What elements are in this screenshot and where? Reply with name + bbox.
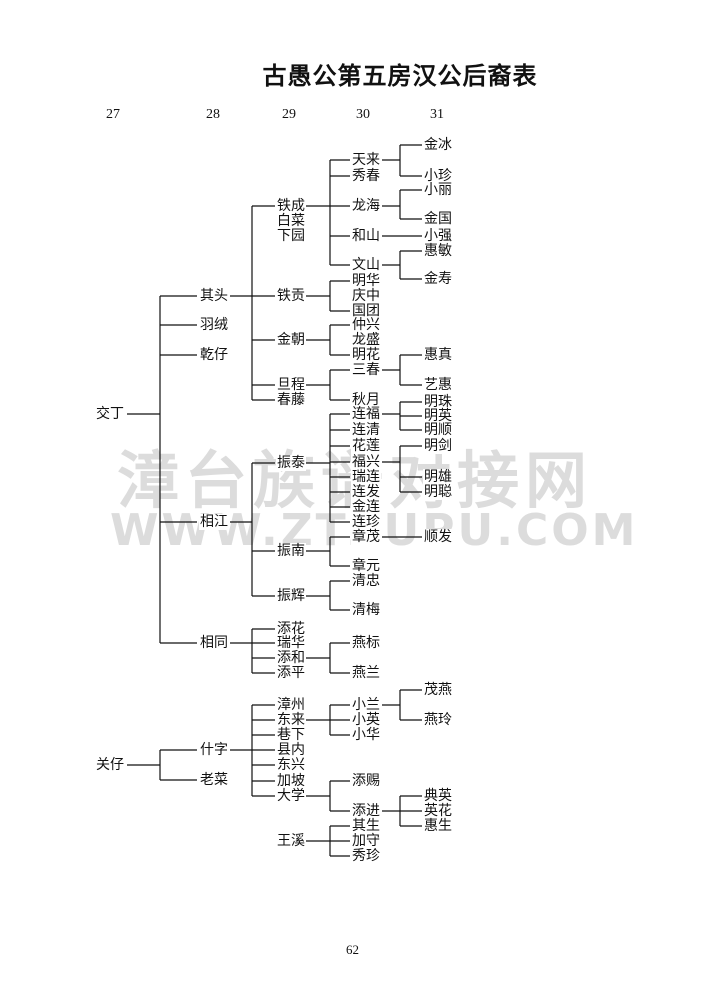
person-guotuan: 国团 xyxy=(351,303,381,319)
person-ruilian: 瑞连 xyxy=(351,469,381,485)
person-lianfa: 连发 xyxy=(351,484,381,500)
person-heshan: 和山 xyxy=(351,228,381,244)
person-jinbing: 金冰 xyxy=(423,137,453,153)
person-yanbiao: 燕标 xyxy=(351,635,381,651)
person-dianying: 典英 xyxy=(423,788,453,804)
person-zhangmao: 章茂 xyxy=(351,529,381,545)
page-number: 62 xyxy=(346,942,359,957)
person-hualian: 花莲 xyxy=(351,438,381,454)
person-xiaoli: 小丽 xyxy=(423,182,453,198)
person-xiangxia: 巷下 xyxy=(276,727,306,743)
person-qitou: 其头 xyxy=(199,288,229,304)
person-xiaoying: 小英 xyxy=(351,712,381,728)
person-mingjian: 明剑 xyxy=(423,438,453,454)
person-jiapo: 加坡 xyxy=(276,773,306,789)
person-laocai: 老菜 xyxy=(199,772,229,788)
person-xiayuan: 下园 xyxy=(276,228,306,244)
person-jiashou: 加守 xyxy=(351,833,381,849)
person-shenzi: 什字 xyxy=(199,742,229,758)
person-tianhua: 添花 xyxy=(276,621,306,637)
person-guanzai: 关仔 xyxy=(95,757,125,773)
person-minghua: 明华 xyxy=(351,273,381,289)
person-xiuchun: 秀春 xyxy=(351,168,381,184)
person-mingshun: 明顺 xyxy=(423,422,453,438)
person-zhangyuan: 章元 xyxy=(351,558,381,574)
person-jiaoding: 交丁 xyxy=(95,406,125,422)
person-jinlian: 金连 xyxy=(351,499,381,515)
person-dancheng: 旦程 xyxy=(276,377,306,393)
person-zhangzhou: 漳州 xyxy=(276,697,306,713)
person-qianzai: 乾仔 xyxy=(199,347,229,363)
person-qingzhong: 庆中 xyxy=(351,288,381,304)
person-shunfa: 顺发 xyxy=(423,529,453,545)
person-xiangtong: 相同 xyxy=(199,635,229,651)
person-tiecheng: 铁成 xyxy=(276,198,306,214)
generation-label-30: 30 xyxy=(356,107,370,122)
person-wenshan: 文山 xyxy=(351,257,381,273)
person-mingying: 明英 xyxy=(423,408,453,424)
person-qingmei: 清梅 xyxy=(351,602,381,618)
person-mingzhu: 明珠 xyxy=(423,394,453,410)
person-tiegong: 铁贡 xyxy=(276,288,306,304)
person-wangxi: 王溪 xyxy=(276,833,306,849)
generation-label-31: 31 xyxy=(430,107,444,122)
person-lianqing: 连清 xyxy=(351,422,381,438)
person-jinguo: 金国 xyxy=(423,211,453,227)
person-zhongxing: 仲兴 xyxy=(351,317,381,333)
page-title: 古愚公第五房汉公后裔表 xyxy=(262,61,538,90)
generation-label-28: 28 xyxy=(206,107,220,122)
person-yinghua: 英花 xyxy=(423,803,453,819)
person-zhenhui: 振辉 xyxy=(276,588,306,604)
person-lianzhen: 连珍 xyxy=(351,514,381,530)
person-dongxing: 东兴 xyxy=(276,757,306,773)
person-fuxing: 福兴 xyxy=(351,454,381,470)
person-mingxiong: 明雄 xyxy=(423,469,453,485)
person-yihui: 艺惠 xyxy=(423,377,453,393)
person-xiangjiang: 相江 xyxy=(199,514,229,530)
person-xiaozhen: 小珍 xyxy=(423,168,453,184)
person-maoyan: 茂燕 xyxy=(423,682,453,698)
person-qingzhong2: 清忠 xyxy=(351,573,381,589)
person-xiaoqiang: 小强 xyxy=(423,228,453,244)
person-mingcong: 明聪 xyxy=(423,484,453,500)
person-xiannei: 县内 xyxy=(276,742,306,758)
person-sanchun: 三春 xyxy=(351,362,381,378)
generation-label-27: 27 xyxy=(106,107,120,122)
person-xiaolan: 小兰 xyxy=(351,697,381,713)
person-longhai: 龙海 xyxy=(351,198,381,214)
person-tianci: 添赐 xyxy=(351,773,381,789)
person-jinshou: 金寿 xyxy=(423,271,453,287)
person-yanling: 燕玲 xyxy=(423,712,453,728)
person-yanlan: 燕兰 xyxy=(351,665,381,681)
person-zhennan: 振南 xyxy=(276,543,306,559)
person-longsheng: 龙盛 xyxy=(351,332,381,348)
person-huimin: 惠敏 xyxy=(423,243,453,259)
person-daxue: 大学 xyxy=(276,788,306,804)
person-huisheng: 惠生 xyxy=(423,818,453,834)
person-lianfu: 连福 xyxy=(351,406,381,422)
person-tianjin: 添进 xyxy=(351,803,381,819)
person-tianping: 添平 xyxy=(276,665,306,681)
person-qiuyue: 秋月 xyxy=(351,392,381,408)
person-qisheng: 其生 xyxy=(351,818,381,834)
person-zhentai: 振泰 xyxy=(276,455,306,471)
person-xiuzhen: 秀珍 xyxy=(351,848,381,864)
person-ruihua: 瑞华 xyxy=(276,635,306,651)
person-jinchao: 金朝 xyxy=(276,332,306,348)
person-baicai: 白菜 xyxy=(276,213,306,229)
person-chunteng: 春藤 xyxy=(276,392,306,408)
person-minghua2: 明花 xyxy=(351,347,381,363)
person-donglai: 东来 xyxy=(276,712,306,728)
person-huizhen: 惠真 xyxy=(423,347,453,363)
person-tianhe: 添和 xyxy=(276,650,306,666)
generation-label-29: 29 xyxy=(282,107,296,122)
person-xiaohua: 小华 xyxy=(351,727,381,743)
person-yurong: 羽绒 xyxy=(199,317,229,333)
person-tianlai: 天来 xyxy=(351,152,381,168)
